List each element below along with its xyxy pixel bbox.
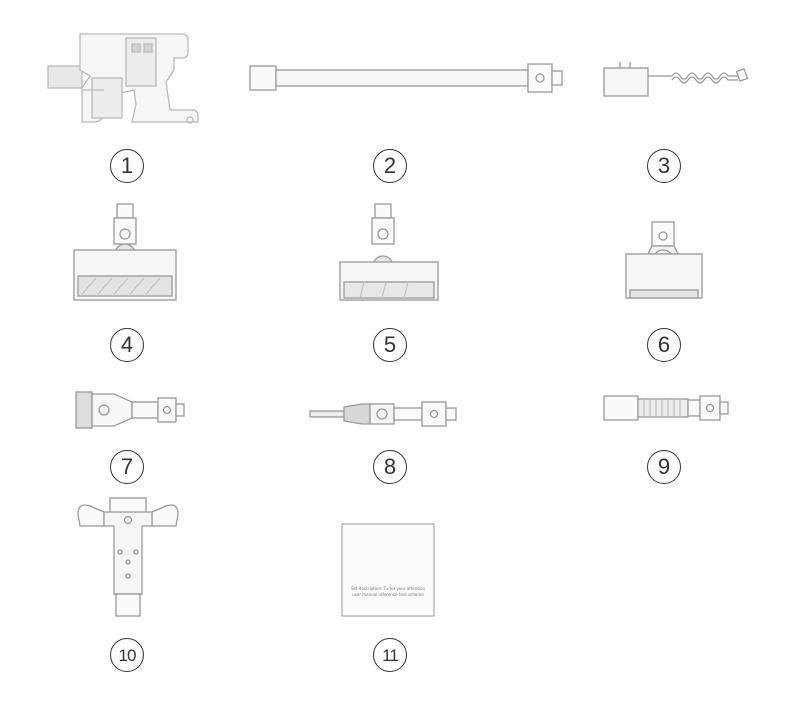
part-number-2: 2 bbox=[373, 149, 407, 183]
charger-adapter-icon bbox=[603, 62, 749, 97]
manual-card-text: Set description: Tx for your attention u… bbox=[342, 586, 434, 598]
part-4 bbox=[72, 202, 178, 302]
part-number-7: 7 bbox=[110, 450, 144, 484]
part-9 bbox=[602, 390, 732, 426]
part-number-4: 4 bbox=[110, 328, 144, 362]
soft-roller-brush-head-icon bbox=[339, 203, 439, 301]
part-number-1: 1 bbox=[110, 149, 144, 183]
part-3 bbox=[600, 60, 752, 100]
part-11 bbox=[340, 522, 436, 618]
mini-motorized-brush-icon bbox=[625, 221, 703, 299]
two-in-one-brush-icon bbox=[75, 391, 185, 429]
part-5 bbox=[338, 202, 444, 302]
part-number-9: 9 bbox=[647, 450, 681, 484]
part-7 bbox=[74, 388, 186, 432]
part-number-6: 6 bbox=[647, 328, 681, 362]
wall-mount-bracket-icon bbox=[77, 497, 179, 617]
part-number-5: 5 bbox=[373, 328, 407, 362]
main-unit-icon bbox=[47, 33, 199, 124]
crevice-nozzle-icon bbox=[309, 401, 457, 427]
part-number-3: 3 bbox=[647, 149, 681, 183]
part-number-11: 11 bbox=[373, 638, 407, 672]
multifunction-brush-head-icon bbox=[73, 203, 177, 301]
part-2 bbox=[246, 60, 566, 96]
flexible-extension-hose-icon bbox=[603, 395, 729, 421]
part-number-10: 10 bbox=[110, 638, 144, 672]
part-6 bbox=[622, 220, 706, 302]
manual-card-line: Set description: Tx for your attention bbox=[350, 586, 426, 591]
part-10 bbox=[76, 496, 180, 622]
extension-tube-icon bbox=[249, 63, 563, 93]
part-number-8: 8 bbox=[373, 450, 407, 484]
part-1 bbox=[46, 30, 201, 130]
part-8 bbox=[308, 396, 470, 432]
user-manual-icon bbox=[341, 523, 435, 617]
manual-card-line: user manual reference text scheme bbox=[352, 592, 424, 597]
